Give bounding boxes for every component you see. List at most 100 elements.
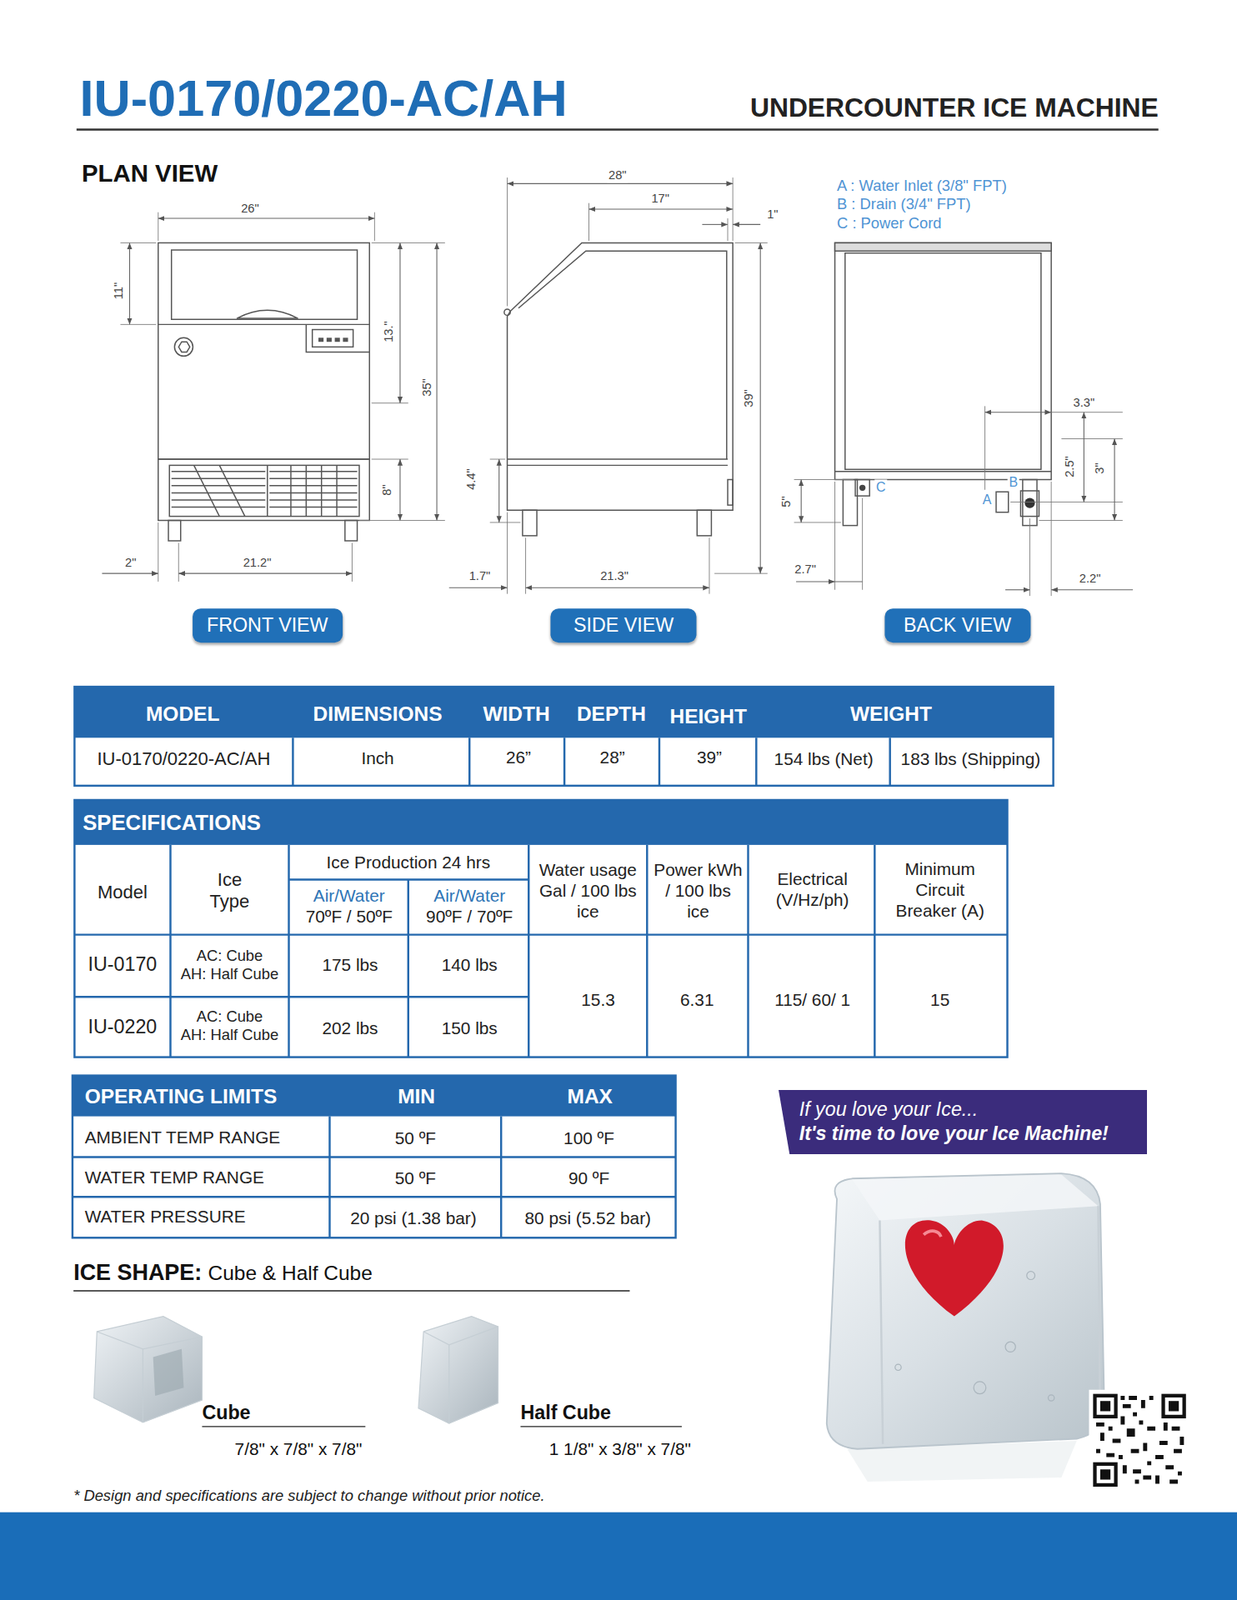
subtitle: UNDERCOUNTER ICE MACHINE [750,90,1159,123]
dimension-label: 17" [649,191,672,207]
dimension-label: 1.7" [467,569,493,585]
dimension-label: 28" [606,168,629,184]
dimension-label: 21.3" [598,569,631,585]
table-cell: Inch [360,747,394,769]
table-cell: 90 ºF [568,1168,610,1190]
side-view-drawing-part [507,242,734,511]
back-view-drawing-part [835,242,1052,480]
back-view-drawing-part [796,580,836,582]
back-view-drawing-part [1051,481,1052,596]
operating-limits-frame [72,1076,677,1239]
qr-code-part [1096,1396,1184,1484]
dimension-label: 8" [380,482,396,497]
table-cell: IU-0170 [88,953,158,977]
table-cell: 154 lbs (Net) [774,748,874,770]
back-view-drawing-part [1005,589,1030,591]
section-subheading: Cube & Half Cube [208,1261,373,1286]
ice-heart-picture-part [973,1382,987,1395]
side-view-drawing-part [588,208,733,210]
back-view-drawing-part [1051,589,1133,591]
front-view-drawing-part [169,465,360,516]
side-view-drawing-part [525,587,710,589]
table-header: WIDTH [482,701,550,727]
slogan-banner: If you love your Ice...It's time to love… [778,1090,1147,1155]
dimension-label: 13." [381,319,397,345]
front-view-drawing-part [168,520,181,541]
front-view-drawing-part [266,465,268,516]
dimension-label: 21.2" [241,555,274,571]
front-view-drawing-part [436,242,438,521]
view-label: FRONT VIEW [206,614,329,637]
specifications-table-frame-part [74,800,1007,1058]
view-label-pill: FRONT VIEW [192,608,343,644]
back-view-drawing-part [835,580,863,582]
front-view-drawing-part [157,212,159,241]
table-cell: 28” [600,746,626,768]
ice-shape-rules-part [520,1426,682,1428]
table-cell: 140 lbs [441,955,498,977]
front-view-drawing-part [351,542,353,582]
half-cube-picture-part [418,1317,499,1425]
dimensions-table-frame-part [74,686,1053,787]
banner-lead: If you love your Ice... [799,1097,1132,1122]
front-view-drawing-part [236,310,298,319]
back-view-drawing-part [1061,438,1122,440]
front-view-drawing-part [345,520,358,541]
table-header: DIMENSIONS [313,701,443,727]
operating-limits-frame-part [72,1116,677,1239]
side-view-drawing-part [727,218,729,241]
ice-heart-picture-part [923,1231,942,1237]
side-view-drawing-part [727,480,733,506]
side-view-drawing-part [490,521,521,523]
ice-heart-picture-part [895,1364,902,1371]
table-cell: 15 [930,989,950,1011]
table-header: Power kWh / 100 lbs ice [651,859,744,922]
back-view-drawing-part [1010,501,1123,503]
table-header: DEPTH [576,701,647,727]
back-view-drawing-part [834,481,836,591]
side-view-drawing-part [732,224,761,226]
ice-shape-rules [73,1291,682,1428]
ice-shape-rules-part [73,1290,630,1292]
table-cell: IU-0220 [88,1016,158,1040]
front-view-drawing-part [129,242,131,325]
footer-band [0,1512,1237,1600]
table-header: 90ºF / 70ºF [425,906,513,927]
side-view-drawing-part [490,459,506,461]
table-cell: 20 psi (1.38 bar) [350,1207,476,1229]
table-header: Electrical (V/Hz/ph) [756,869,869,912]
ice-heart-picture-part [826,1173,1105,1450]
side-view-drawing [449,177,768,595]
dimensions-table-frame [74,686,1053,787]
side-view-drawing-part [525,537,526,594]
cube-picture-part [96,1332,202,1350]
shape-name: Half Cube [520,1402,611,1426]
side-view-drawing-part [588,203,590,241]
half-cube-picture-part [423,1327,498,1346]
table-cell: WATER TEMP RANGE [85,1166,265,1188]
ice-shape-rules-part [201,1426,366,1428]
shape-size: 7/8" x 7/8" x 7/8" [235,1438,363,1460]
cube-picture-part [142,1349,144,1423]
ice-heart-picture-part [1026,1272,1036,1281]
table-header: MAX [567,1085,613,1110]
callout-letter: C [874,480,888,496]
table-header: Air/Water [313,886,386,907]
side-view-drawing-part [522,510,537,536]
table-header: MIN [397,1085,436,1110]
side-view-drawing-part [701,224,728,226]
front-view-drawing-part [335,337,341,342]
front-view-drawing-part [399,459,401,521]
side-view-drawing-part [760,242,762,574]
table-title: OPERATING LIMITS [85,1085,278,1110]
side-view-drawing-part [735,242,768,244]
front-view-drawing-part [371,459,409,461]
back-view-drawing-part [845,253,1042,471]
front-view-drawing-part [120,324,156,326]
table-header: Air/Water [433,886,506,907]
table-cell: AC: Cube [196,946,264,966]
cube-picture-part [153,1349,185,1397]
qr-code-part [1168,1401,1179,1412]
view-label: SIDE VIEW [573,614,674,637]
front-view-drawing-part [342,337,348,342]
